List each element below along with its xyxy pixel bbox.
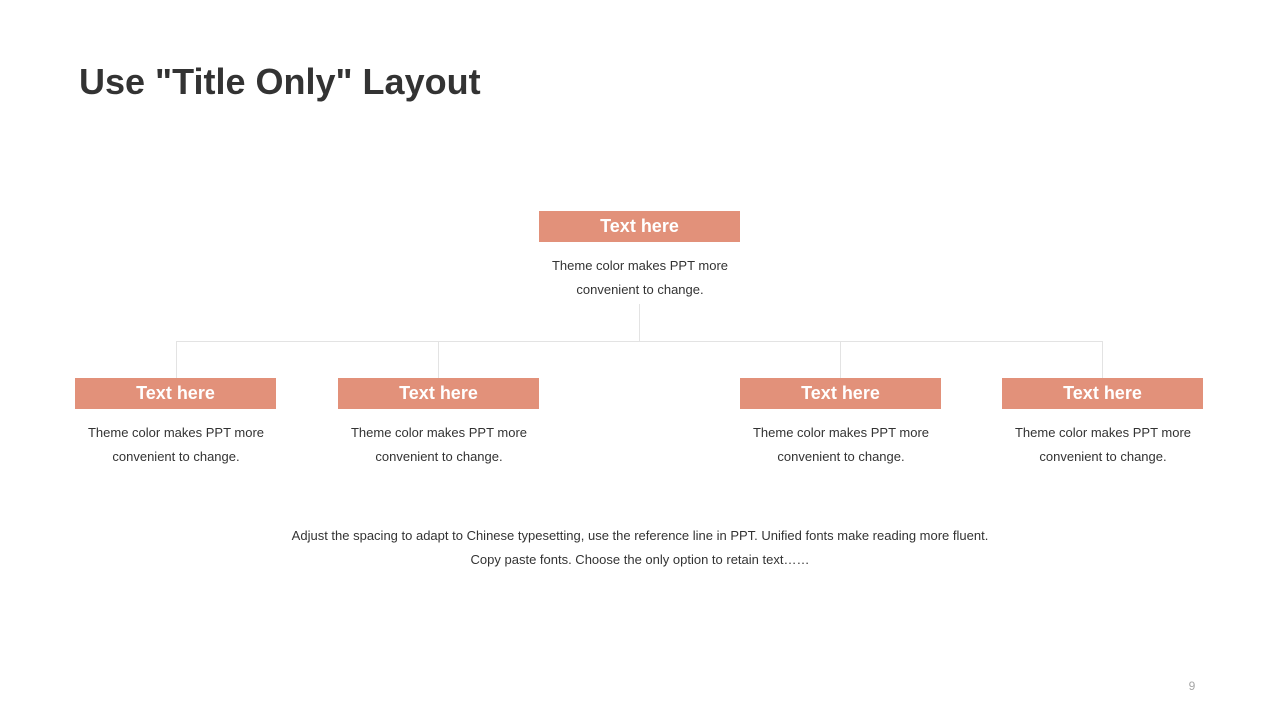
org-node-child-3: Text here Theme color makes PPT more con… bbox=[740, 378, 941, 469]
horizontal-connector-line bbox=[176, 341, 1103, 342]
org-node-root: Text here Theme color makes PPT more con… bbox=[539, 211, 740, 302]
org-node-root-description: Theme color makes PPT more convenient to… bbox=[551, 258, 729, 297]
org-node-child-2: Text here Theme color makes PPT more con… bbox=[338, 378, 539, 469]
org-node-child-4: Text here Theme color makes PPT more con… bbox=[1002, 378, 1203, 469]
footer-note: Adjust the spacing to adapt to Chinese t… bbox=[291, 528, 989, 567]
org-node-root-label: Text here bbox=[539, 211, 740, 242]
child-connector-line-2 bbox=[438, 341, 439, 379]
org-node-child-3-description: Theme color makes PPT more convenient to… bbox=[752, 425, 930, 464]
root-connector-line bbox=[639, 304, 640, 342]
org-node-child-2-description: Theme color makes PPT more convenient to… bbox=[350, 425, 528, 464]
org-node-child-3-label: Text here bbox=[740, 378, 941, 409]
org-node-child-1: Text here Theme color makes PPT more con… bbox=[75, 378, 276, 469]
page-number: 9 bbox=[1188, 679, 1196, 693]
child-connector-line-1 bbox=[176, 341, 177, 379]
child-connector-line-3 bbox=[840, 341, 841, 379]
child-connector-line-4 bbox=[1102, 341, 1103, 379]
slide-title: Use "Title Only" Layout bbox=[79, 61, 481, 102]
org-node-child-1-label: Text here bbox=[75, 378, 276, 409]
org-node-child-4-description: Theme color makes PPT more convenient to… bbox=[1014, 425, 1192, 464]
org-node-child-1-description: Theme color makes PPT more convenient to… bbox=[87, 425, 265, 464]
org-node-child-2-label: Text here bbox=[338, 378, 539, 409]
org-node-child-4-label: Text here bbox=[1002, 378, 1203, 409]
